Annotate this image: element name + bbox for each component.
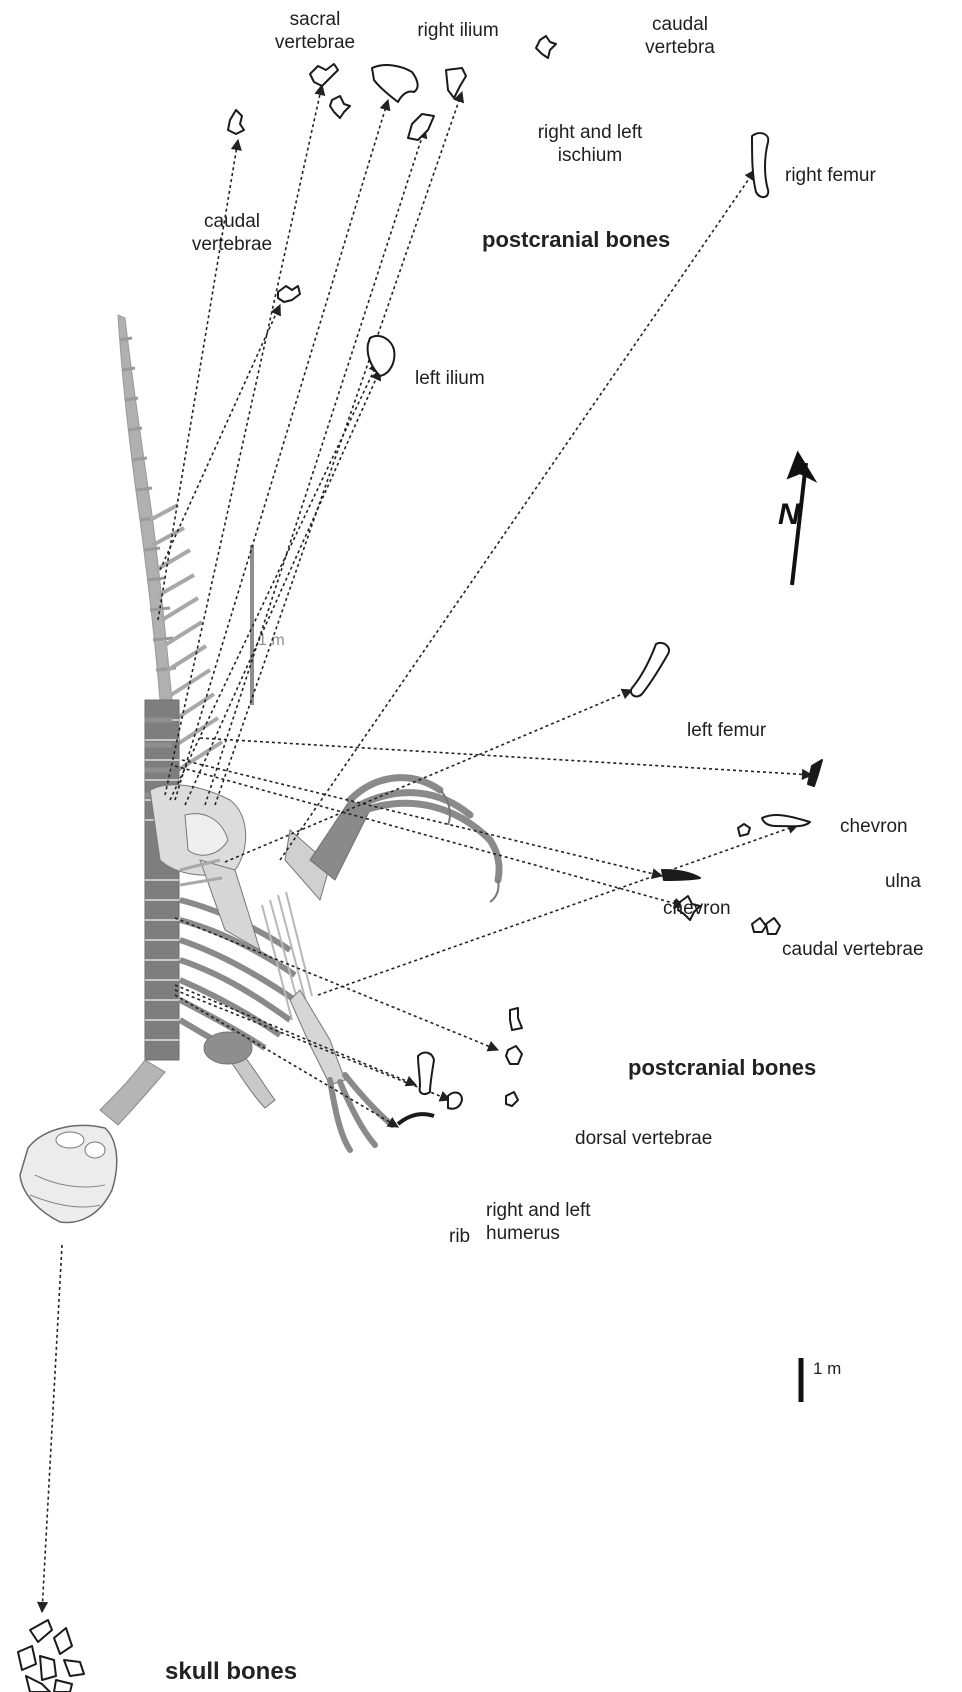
right-ilium-icon	[372, 65, 418, 102]
label-right-femur: right femur	[785, 164, 925, 187]
arrow-left-ilium-2	[185, 370, 380, 805]
dorsal-vertebra-icon-3	[506, 1092, 518, 1106]
arrow-caudal-vertebrae-mid	[160, 305, 280, 570]
skull-bone-icon-3	[18, 1646, 36, 1670]
skull-bone-icon-2	[54, 1628, 72, 1654]
caudal-vertebra-icon-6	[752, 918, 766, 932]
caudal-vertebra-icon-7	[766, 918, 780, 934]
dorsal-vertebra-icon-2	[506, 1046, 522, 1064]
sacral-vertebra-icon	[310, 64, 338, 86]
caudal-vertebra-icon-2	[228, 110, 244, 134]
caudal-vertebra-icon-4	[738, 824, 750, 836]
label-right-left-humerus: right and left humerus	[486, 1199, 636, 1245]
rib-icon	[398, 1114, 434, 1124]
label-dorsal-vertebrae: dorsal vertebrae	[575, 1127, 755, 1150]
label-caudal-vertebrae-right: caudal vertebrae	[782, 938, 952, 961]
humerus-icon-left	[448, 1093, 462, 1109]
label-caudal-vertebra: caudal vertebra	[630, 13, 730, 59]
label-left-ilium: left ilium	[415, 367, 525, 390]
label-chevron-1: chevron	[840, 815, 940, 838]
label-left-femur: left femur	[687, 719, 797, 742]
ischium-icon-2	[408, 114, 434, 140]
label-sacral-vertebrae: sacral vertebrae	[265, 8, 365, 54]
north-label: N	[778, 498, 800, 532]
arrow-right-ilium	[175, 100, 388, 800]
label-chevron-2: chevron	[663, 897, 763, 920]
skull-bone-icon-1	[30, 1620, 52, 1642]
label-caudal-vertebrae-top: caudal vertebrae	[182, 210, 282, 256]
heading-skull-bones: skull bones	[165, 1658, 297, 1686]
arrow-skull	[42, 1245, 62, 1612]
label-right-left-ischium: right and left ischium	[520, 121, 660, 167]
humerus-icon-right	[418, 1053, 434, 1094]
left-ilium-icon	[368, 336, 395, 376]
scale-bar-label: 1 m	[813, 1359, 841, 1379]
bone-outlines	[228, 36, 822, 1124]
label-right-ilium: right ilium	[398, 19, 518, 42]
skull-bone-icon-7	[54, 1680, 72, 1692]
label-rib: rib	[449, 1225, 489, 1248]
chevron-icon-1	[808, 760, 822, 786]
heading-postcranial-top: postcranial bones	[482, 227, 670, 253]
skull-bones-cluster	[18, 1620, 84, 1692]
ulna-icon	[762, 815, 810, 826]
caudal-vertebra-icon-3	[278, 286, 300, 302]
ischium-icon-1	[446, 68, 466, 98]
caudal-vertebra-icon	[536, 36, 556, 58]
arrow-chevron-1	[200, 738, 812, 775]
label-ulna: ulna	[885, 870, 945, 893]
chevron-icon-2	[662, 870, 700, 880]
skull-bone-icon-5	[64, 1660, 84, 1676]
right-femur-icon	[752, 133, 768, 197]
skull-bone-icon-4	[40, 1656, 56, 1680]
heading-postcranial-bottom: postcranial bones	[628, 1055, 816, 1081]
dorsal-vertebra-icon-1	[510, 1008, 522, 1030]
arrow-left-femur	[225, 690, 632, 862]
arrow-left-ilium-1	[170, 362, 378, 800]
left-femur-icon	[631, 643, 669, 697]
sacral-vertebra-icon-2	[330, 96, 350, 118]
